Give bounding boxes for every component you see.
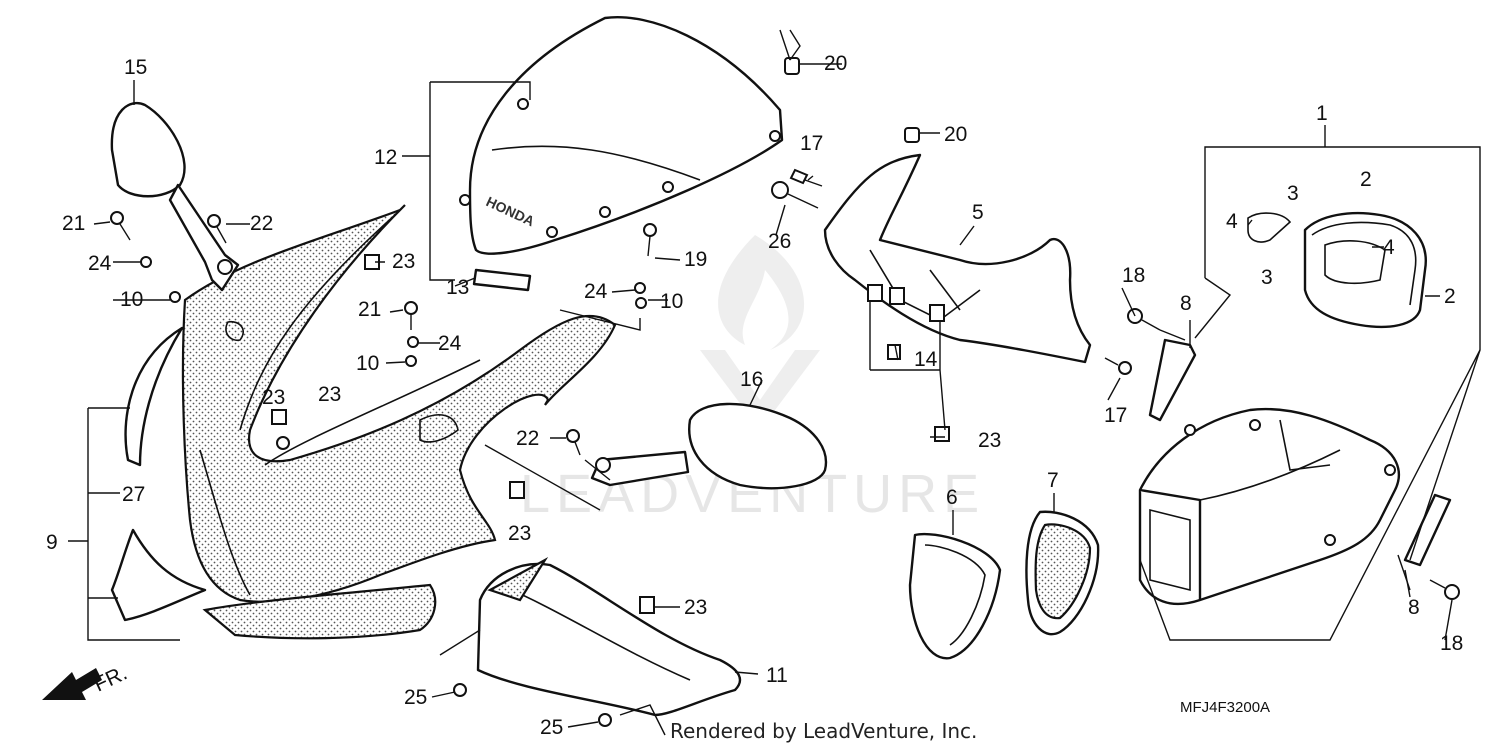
callout-21a: 21 bbox=[62, 212, 85, 235]
callout-27: 27 bbox=[122, 483, 145, 506]
windscreen: HONDA bbox=[459, 16, 784, 255]
cowl-stay bbox=[823, 153, 1092, 364]
bracket-upper bbox=[1148, 338, 1197, 422]
render-credit: Rendered by LeadVenture, Inc. bbox=[670, 719, 977, 743]
inlet-grill bbox=[1025, 510, 1100, 636]
callout-20b: 20 bbox=[944, 123, 967, 146]
callout-1: 1 bbox=[1316, 102, 1328, 125]
flame-logo-icon bbox=[718, 235, 805, 350]
bracket-lower bbox=[1403, 493, 1452, 567]
callout-23c: 23 bbox=[318, 383, 341, 406]
callout-17b: 17 bbox=[1104, 404, 1127, 427]
callout-17a: 17 bbox=[800, 132, 823, 155]
callout-2b: 2 bbox=[1444, 285, 1456, 308]
callout-18a: 18 bbox=[1122, 264, 1145, 287]
callout-22b: 22 bbox=[516, 427, 539, 450]
callout-3b: 3 bbox=[1261, 266, 1273, 289]
callout-23e: 23 bbox=[684, 596, 707, 619]
left-mirror bbox=[110, 102, 240, 292]
callout-24b: 24 bbox=[438, 332, 462, 355]
callout-23f: 23 bbox=[978, 429, 1001, 452]
v-logo-icon bbox=[700, 350, 820, 430]
front-label: FR. bbox=[90, 661, 130, 696]
label-ticks bbox=[93, 63, 1453, 728]
callout-5: 5 bbox=[972, 201, 984, 224]
diagram-code: MFJ4F3200A bbox=[1180, 699, 1270, 716]
hardware bbox=[110, 57, 1460, 727]
callout-15: 15 bbox=[124, 56, 147, 79]
callout-7: 7 bbox=[1047, 469, 1059, 492]
callout-23a: 23 bbox=[392, 250, 415, 273]
callout-22a: 22 bbox=[250, 212, 273, 235]
callout-13: 13 bbox=[446, 276, 469, 299]
callout-25b: 25 bbox=[540, 716, 563, 739]
callout-10b: 10 bbox=[356, 352, 379, 375]
callout-4a: 4 bbox=[1226, 210, 1238, 233]
callout-21b: 21 bbox=[358, 298, 381, 321]
callout-14: 14 bbox=[914, 348, 938, 371]
inlet-duct bbox=[908, 532, 1002, 660]
callout-16: 16 bbox=[740, 368, 763, 391]
front-arrow-icon bbox=[42, 668, 102, 700]
seal-set bbox=[1247, 211, 1427, 329]
callout-23b: 23 bbox=[262, 386, 285, 409]
right-mirror bbox=[590, 402, 828, 490]
callout-2a: 2 bbox=[1360, 168, 1372, 191]
callout-26: 26 bbox=[768, 230, 791, 253]
callout-4b: 4 bbox=[1383, 236, 1395, 259]
upper-cowl bbox=[181, 204, 617, 603]
side-strake bbox=[110, 326, 207, 622]
lower-cowl bbox=[476, 557, 742, 717]
air-duct bbox=[1138, 407, 1400, 606]
callout-9: 9 bbox=[46, 531, 58, 554]
callout-19: 19 bbox=[684, 248, 707, 271]
lower-panel bbox=[202, 583, 437, 640]
front-marker: FR. bbox=[42, 661, 131, 700]
callout-3a: 3 bbox=[1287, 182, 1299, 205]
callout-8a: 8 bbox=[1180, 292, 1192, 315]
callout-24c: 24 bbox=[584, 280, 608, 303]
callout-8b: 8 bbox=[1408, 596, 1420, 619]
callout-6: 6 bbox=[946, 486, 958, 509]
callout-18b: 18 bbox=[1440, 632, 1463, 655]
callout-12: 12 bbox=[374, 146, 397, 169]
callout-11: 11 bbox=[766, 664, 788, 687]
callout-24a: 24 bbox=[88, 252, 112, 275]
callout-25a: 25 bbox=[404, 686, 427, 709]
seal-strip bbox=[472, 268, 532, 292]
callout-23d: 23 bbox=[508, 522, 531, 545]
callout-10c: 10 bbox=[660, 290, 683, 313]
